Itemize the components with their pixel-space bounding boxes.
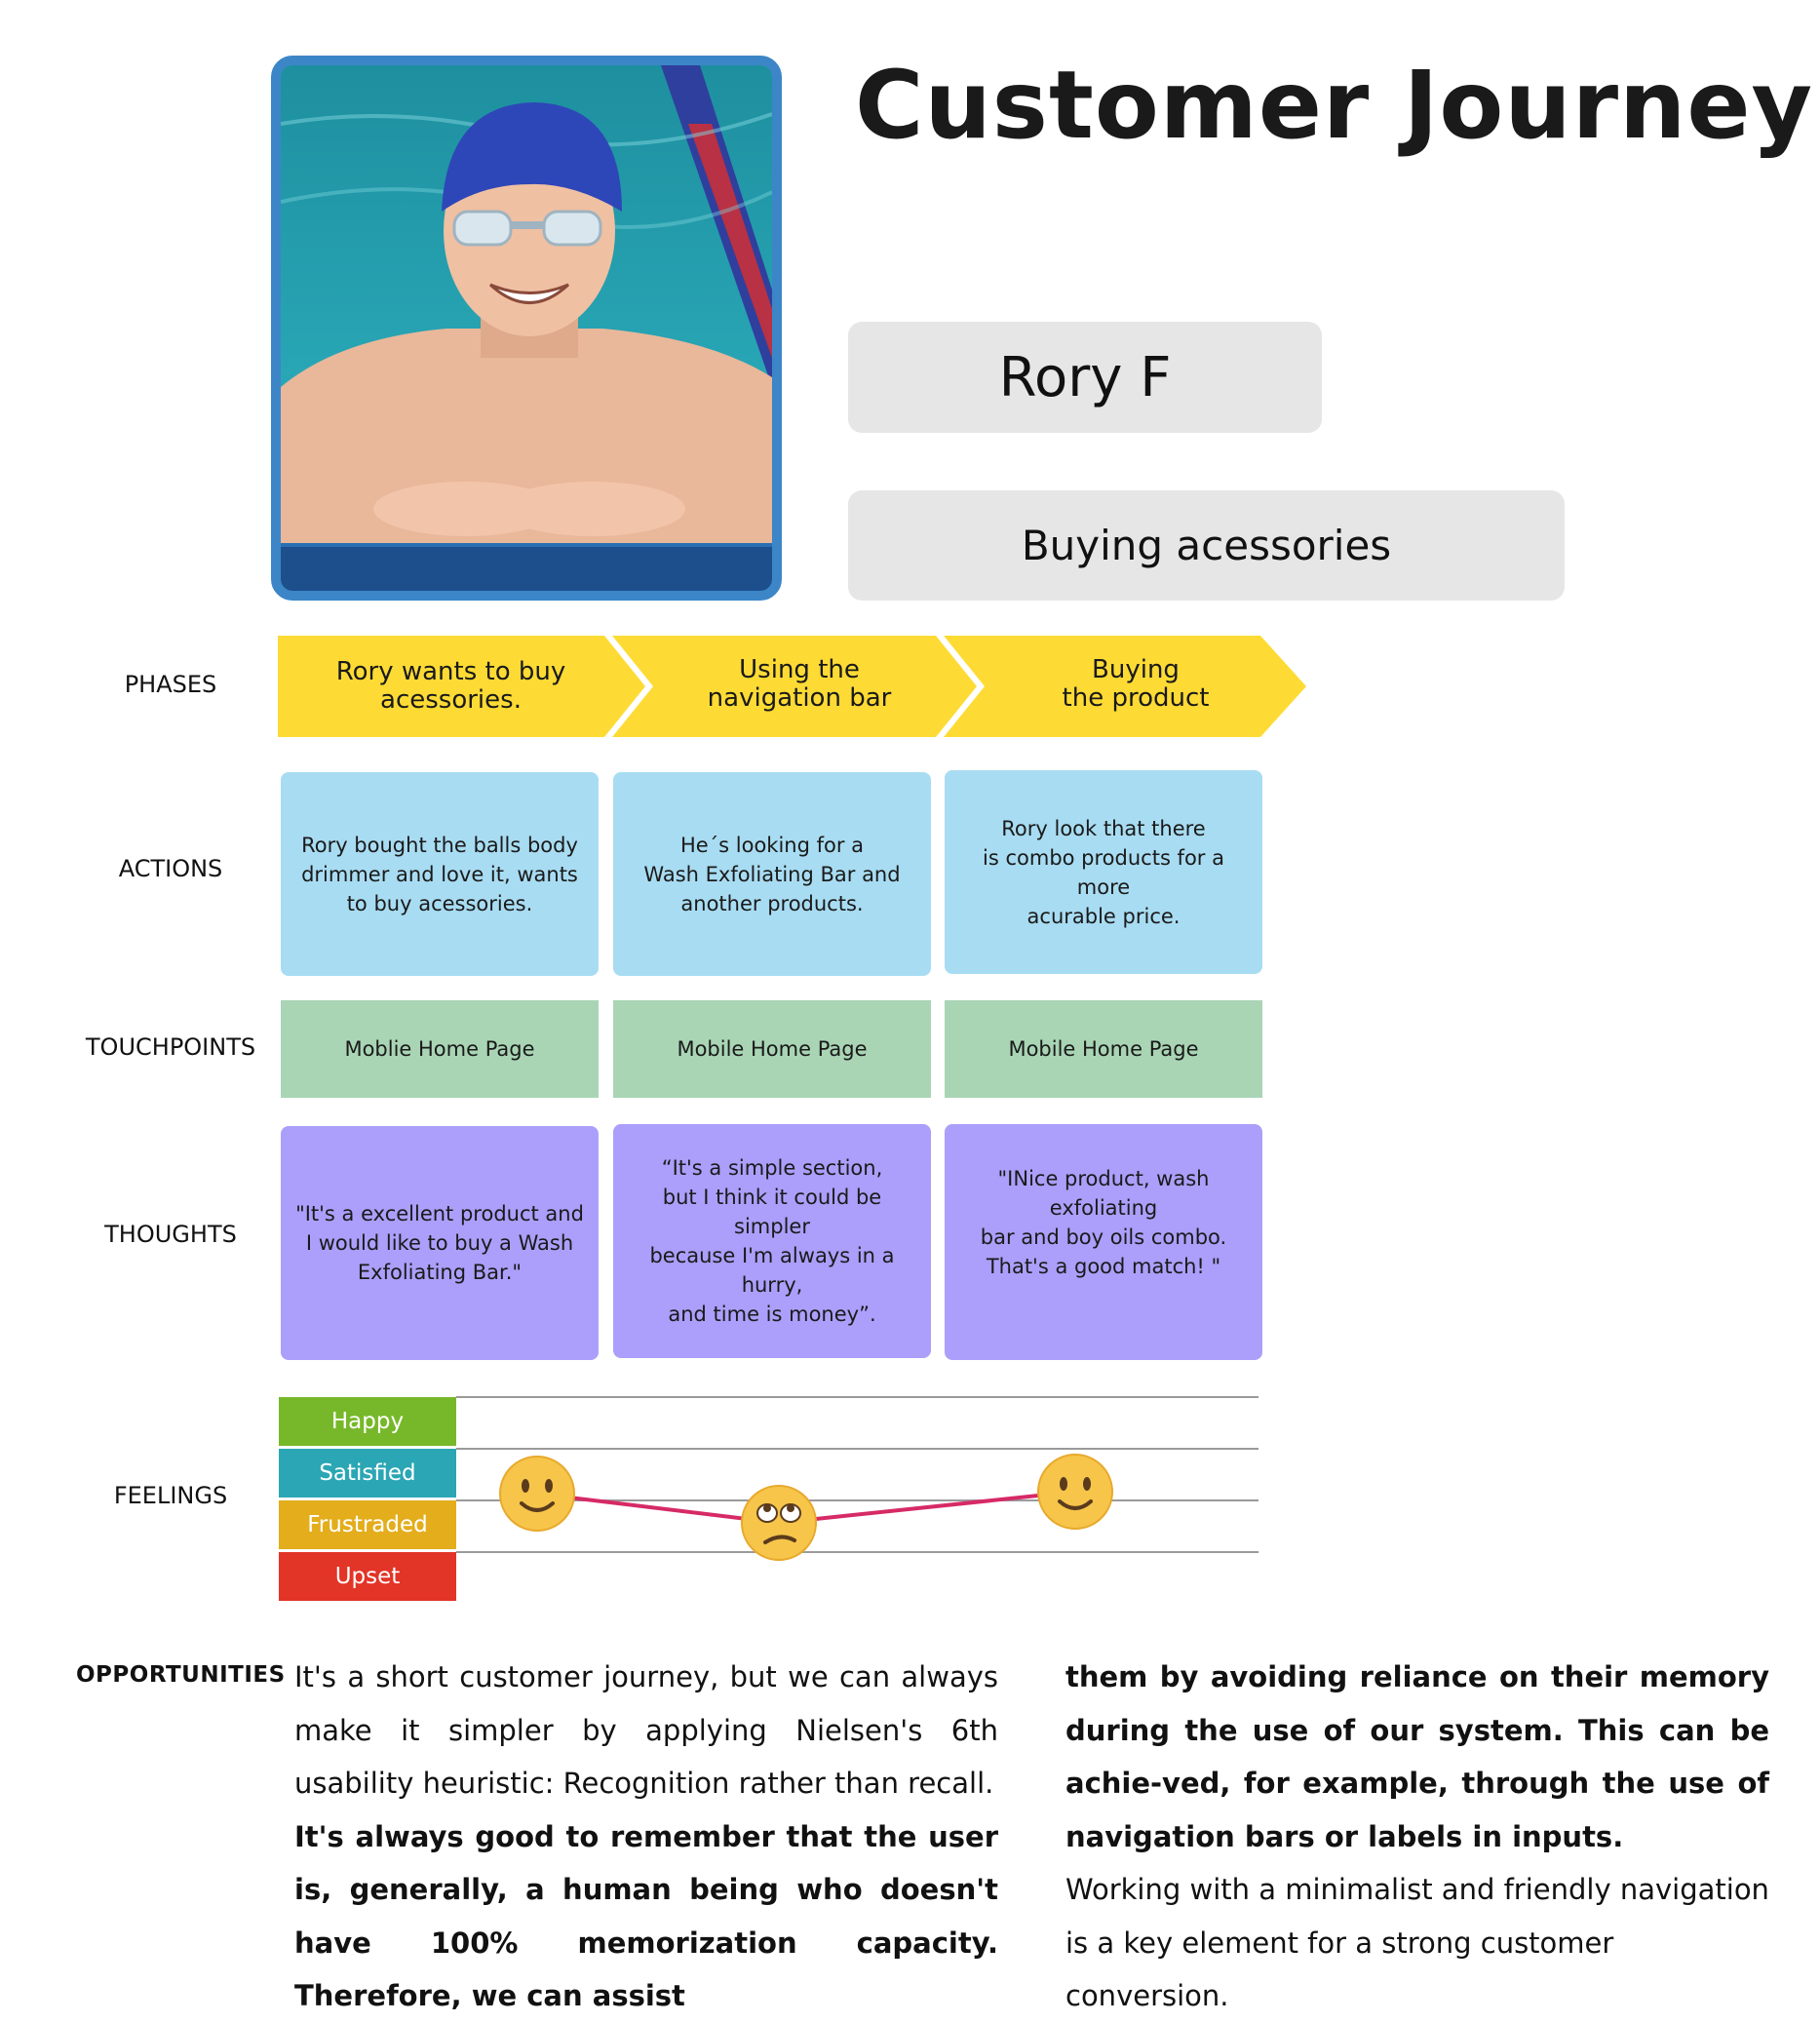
swimmer-illustration (281, 65, 772, 591)
smile-face-icon (1037, 1454, 1113, 1530)
feeling-happy: Happy (279, 1397, 456, 1446)
row-label-feelings: FEELINGS (113, 1482, 228, 1509)
feeling-upset: Upset (279, 1552, 456, 1601)
eye-roll-face-icon (741, 1485, 817, 1561)
row-label-touchpoints: TOUCHPOINTS (85, 1033, 256, 1061)
touchpoint-card-1: Moblie Home Page (281, 1000, 599, 1098)
row-label-opportunities: OPPORTUNITIES (76, 1662, 286, 1688)
phase-arrow-1 (278, 636, 645, 737)
persona-goal: Buying acessories (848, 490, 1565, 601)
feelings-chart (456, 1396, 1259, 1561)
touchpoint-card-2: Mobile Home Page (613, 1000, 931, 1098)
feeling-frustraded: Frustraded (279, 1500, 456, 1549)
opportunities-column-1: It's a short customer journey, but we ca… (294, 1660, 998, 2012)
row-label-thoughts: THOUGHTS (104, 1221, 237, 1248)
row-label-phases: PHASES (124, 671, 217, 698)
page-title: Customer Journey (855, 51, 1814, 160)
phase-arrow-2 (612, 636, 977, 737)
touchpoint-card-3: Mobile Home Page (945, 1000, 1262, 1098)
persona-name: Rory F (848, 322, 1322, 433)
smile-face-icon (499, 1456, 575, 1532)
feeling-satisfied: Satisfied (279, 1449, 456, 1498)
persona-photo (271, 56, 782, 601)
thought-card-2: “It's a simple section,but I think it co… (613, 1124, 931, 1358)
opportunities-column-2: them by avoiding reliance on their memor… (1065, 1660, 1769, 2012)
phase-arrow-3 (944, 636, 1306, 737)
phases-arrows (278, 636, 1306, 737)
row-label-actions: ACTIONS (118, 855, 223, 882)
